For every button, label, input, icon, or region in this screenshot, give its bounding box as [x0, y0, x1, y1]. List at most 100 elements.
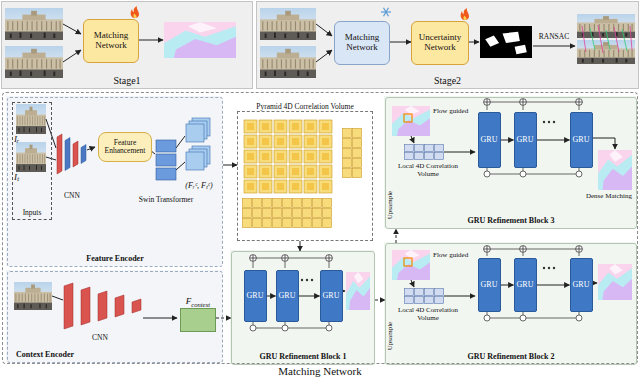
input-photo — [16, 142, 46, 172]
label-holder: Local 4D Correlation Volume — [396, 307, 460, 322]
label-holder: CNN — [64, 192, 80, 200]
gru-wire — [253, 258, 329, 259]
flow-arrow — [444, 296, 475, 297]
label-holder: Iₜ — [14, 173, 19, 183]
state-node — [520, 171, 526, 177]
sum-symbol — [282, 255, 289, 262]
flow-connector — [300, 241, 301, 251]
state-node — [484, 315, 490, 321]
gru-cell: GRU — [478, 112, 501, 168]
text-holder: GRU — [517, 281, 534, 290]
panel-caption: Matching Network — [0, 365, 640, 377]
flow-image — [598, 264, 632, 300]
correlation-grid — [404, 144, 444, 160]
cell-label: GRU — [323, 292, 340, 301]
correlation-grid — [242, 119, 444, 304]
network-box: Matching Network — [334, 21, 390, 65]
match-line — [606, 30, 610, 50]
gru-wire — [490, 174, 576, 175]
math-symbol: F — [186, 296, 192, 306]
cnn-layer — [81, 287, 90, 325]
panel-title: Context Encoder — [16, 351, 74, 360]
flame-icon — [461, 8, 469, 20]
text-holder: Feature Encoder — [8, 255, 222, 264]
cell-label: GRU — [481, 136, 498, 145]
module-box: Feature Enhancement — [98, 132, 152, 162]
text-holder: Context Encoder — [16, 351, 74, 360]
volume-label: Local 4D Correlation Volume — [396, 163, 460, 178]
feature-map — [186, 152, 204, 170]
label-holder: Flow guided — [433, 108, 468, 116]
text-holder: GRU Refinement Block 2 — [386, 353, 636, 362]
feature-map — [186, 124, 204, 142]
output-label: Dense Matching — [586, 193, 632, 201]
text-holder: Matching Network — [0, 365, 640, 377]
correlation-grid — [243, 119, 333, 194]
gru-wire — [253, 262, 329, 269]
gru-wire — [487, 106, 579, 111]
flame-icon — [463, 16, 466, 21]
step-label: RANSAC — [539, 33, 569, 41]
cnn-layer — [57, 134, 62, 174]
layer-label: Swin Transformer — [139, 196, 193, 204]
gru-wire — [256, 328, 326, 329]
text-holder: GRU — [323, 292, 340, 301]
layer-label: CNN — [64, 192, 80, 200]
flow-arrow — [176, 136, 185, 148]
gru-cell: GRU — [320, 270, 343, 322]
input-photo — [16, 104, 46, 134]
flow-arrow — [411, 136, 414, 143]
flow-arrow — [469, 42, 479, 43]
sum-symbol — [576, 99, 583, 106]
volume-label: Local 4D Correlation Volume — [396, 307, 460, 322]
feature-box: Fcontext — [180, 308, 216, 332]
match-line — [582, 25, 632, 53]
match-line — [614, 27, 619, 52]
snowflake-icon — [381, 8, 391, 17]
input-photo — [260, 8, 316, 40]
gru-cell: GRU — [244, 270, 267, 322]
flow-connector — [267, 296, 276, 297]
label-holder: RANSAC — [539, 33, 569, 41]
state-node — [250, 325, 256, 331]
box-label: Uncertainty Network — [415, 33, 465, 53]
sum-symbol — [484, 99, 491, 106]
label-holder: Dense Matching — [586, 193, 632, 201]
flame-icon — [131, 6, 469, 20]
guide-square — [404, 114, 412, 122]
stage-panel: Matching Network Uncertainty NetworkStage… — [256, 1, 639, 89]
label-holder: Flow guided — [433, 252, 468, 260]
feature-map — [186, 118, 210, 170]
gru-wire — [487, 102, 579, 103]
flow-arrow — [143, 318, 177, 319]
state-node — [326, 325, 332, 331]
flow-connector — [501, 140, 514, 141]
text-holder: Uncertainty Network — [415, 33, 465, 53]
flow-arrow — [176, 162, 185, 170]
sum-symbol — [484, 246, 491, 253]
block-title: GRU Refinement Block 1 — [232, 353, 374, 362]
text-holder: GRU — [481, 281, 498, 290]
match-line — [598, 25, 603, 53]
cnn-layer — [64, 283, 73, 329]
stage-label: Stage2 — [257, 75, 638, 86]
panel-ground — [6, 96, 222, 266]
cell-label: GRU — [573, 136, 590, 145]
refinement-block: GRUGRUGRUGRU Refinement Block 1 — [231, 251, 375, 365]
stage-label: Stage1 — [2, 75, 252, 86]
cell-label: GRU — [517, 281, 534, 290]
snowflake-icon — [384, 8, 389, 17]
flow-arrow — [52, 296, 63, 300]
sum-symbol — [250, 255, 257, 262]
module-panel: InputsFeature EnhancementFeature Encoder… — [2, 92, 638, 364]
input-photo — [14, 282, 52, 310]
cnn-layer — [65, 138, 70, 171]
transformer-block — [156, 140, 176, 180]
panel-ground — [1, 1, 639, 364]
flow-connector — [216, 318, 231, 319]
text-holder: GRU — [247, 292, 264, 301]
flame-icon — [131, 6, 139, 18]
panel-title: Feature Encoder — [8, 255, 222, 264]
state-node — [282, 325, 288, 331]
